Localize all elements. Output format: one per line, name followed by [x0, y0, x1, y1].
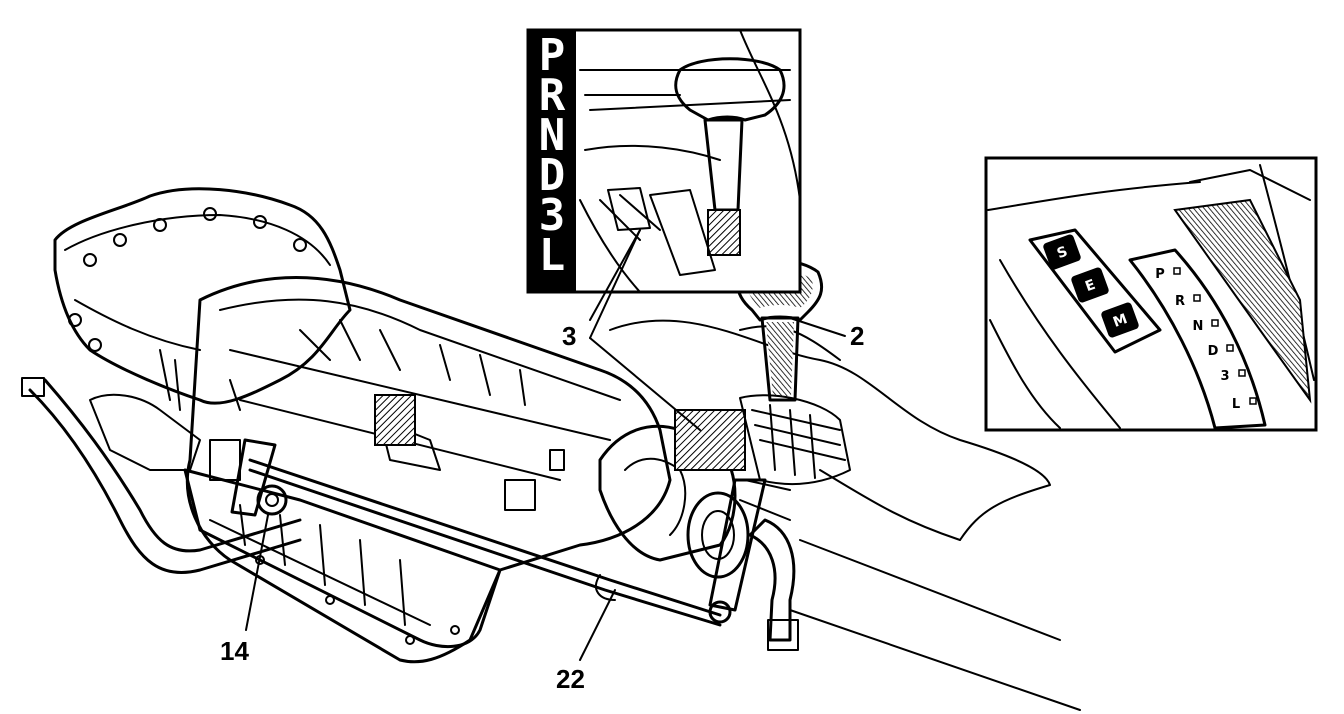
- gate-letter-R: R: [1175, 294, 1185, 309]
- mode-switch-buttons: SEM: [1043, 234, 1139, 338]
- callout-22: 22: [556, 664, 585, 694]
- transmission-housing: [21, 187, 750, 664]
- shift-lever-main: [735, 258, 851, 486]
- gate-letter-D: D: [1208, 344, 1219, 359]
- mode-switch-label: M: [1111, 311, 1130, 331]
- callout-2: 2: [850, 321, 864, 351]
- gate-indicator-square: [1173, 267, 1181, 275]
- gate-indicator-square: [1238, 369, 1246, 377]
- gate-letter-3: 3: [1220, 369, 1229, 384]
- gate-indicator-square: [1249, 397, 1257, 405]
- gear-letter-N: N: [539, 110, 566, 161]
- callout-14: 14: [220, 636, 249, 666]
- gear-letter-3: 3: [539, 190, 566, 241]
- gate-indicator-square: [1193, 294, 1201, 302]
- gear-letter-R: R: [539, 70, 566, 121]
- gear-strip: [528, 30, 576, 292]
- callout-leaders: [245, 229, 846, 661]
- gear-letter-L: L: [539, 230, 566, 281]
- gate-letter-N: N: [1193, 319, 1204, 334]
- mode-switch-button: [1071, 267, 1109, 303]
- mode-switch-button: [1043, 234, 1081, 270]
- gate-indicator-square: [1211, 319, 1219, 327]
- mode-switch-button: [1101, 302, 1139, 338]
- gate-indicator-square: [1226, 344, 1234, 352]
- gear-letter-P: P: [539, 30, 566, 81]
- shift-linkage: [230, 438, 799, 651]
- gate-letter-L: L: [1232, 397, 1240, 412]
- gate-letter-P: P: [1155, 267, 1165, 282]
- gear-letter-D: D: [539, 150, 566, 201]
- callout-3: 3: [562, 321, 576, 351]
